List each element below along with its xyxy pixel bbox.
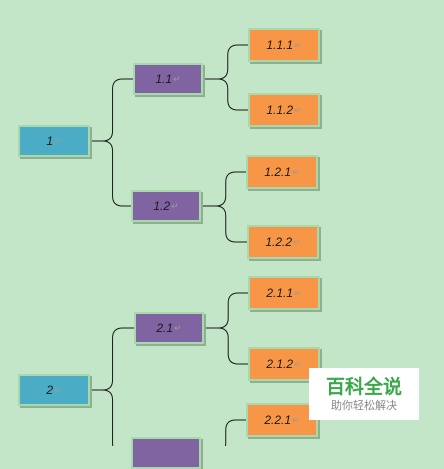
paragraph-mark: ↵	[293, 236, 301, 247]
connector-branch	[215, 171, 246, 207]
node-label: 2	[46, 383, 54, 397]
connector-branch	[102, 327, 134, 391]
node-label: 1.1.1	[266, 38, 294, 52]
node-label: 1.2.1	[264, 165, 292, 179]
connector-branch	[218, 292, 248, 329]
node-2-1-2: 2.1.2↵	[248, 347, 320, 381]
paragraph-mark: ↵	[292, 414, 300, 425]
connector-branch	[102, 389, 114, 446]
node-label: 2.1.1	[266, 286, 294, 300]
paragraph-mark: ↵	[294, 39, 302, 50]
watermark-logo: 百科全说 助你轻松解决	[309, 368, 419, 420]
node-label: 2.1	[156, 321, 174, 335]
watermark-subtitle: 助你轻松解决	[331, 398, 397, 412]
node-2-2-1: 2.2.1↵	[246, 403, 318, 437]
node-1-2-2: 1.2.2↵	[247, 225, 319, 259]
connector-branch	[224, 419, 246, 446]
paragraph-mark: ↵	[292, 166, 300, 177]
paragraph-mark: ↵	[294, 358, 302, 369]
node-1-1-2: 1.1.2↵	[248, 93, 320, 127]
paragraph-mark: ↵	[173, 73, 181, 84]
connector-branch	[215, 205, 247, 243]
node-label: 1	[46, 134, 54, 148]
node-1-2-1: 1.2.1↵	[246, 155, 318, 189]
paragraph-mark: ↵	[294, 104, 302, 115]
paragraph-mark: ↵	[54, 135, 62, 146]
connector-branch	[102, 78, 133, 142]
node-label: 1.1	[155, 72, 173, 86]
node-1: 1↵	[18, 125, 90, 157]
connector-branch	[218, 327, 248, 365]
connector-branch	[102, 140, 131, 207]
watermark-title: 百科全说	[325, 375, 402, 398]
node-label: 1.2	[153, 199, 171, 213]
paragraph-mark: ↵	[294, 287, 302, 298]
connector-layer	[90, 44, 248, 446]
node-label: 1.2.2	[265, 235, 293, 249]
paragraph-mark: ↵	[171, 200, 179, 211]
node-2: 2↵	[18, 374, 90, 406]
node-1-1: 1.1↵	[133, 63, 203, 95]
paragraph-mark: ↵	[174, 322, 182, 333]
node-1-1-1: 1.1.1↵	[248, 28, 320, 62]
paragraph-mark: ↵	[54, 384, 62, 395]
node-unlabeled	[131, 437, 201, 469]
node-2-1-1: 2.1.1↵	[248, 276, 320, 310]
node-label: 1.1.2	[266, 103, 294, 117]
connector-branch	[217, 78, 248, 111]
node-2-1: 2.1↵	[134, 312, 204, 344]
connector-branch	[217, 44, 248, 80]
node-label: 2.1.2	[266, 357, 294, 371]
node-1-2: 1.2↵	[131, 190, 201, 222]
node-label: 2.2.1	[264, 413, 292, 427]
